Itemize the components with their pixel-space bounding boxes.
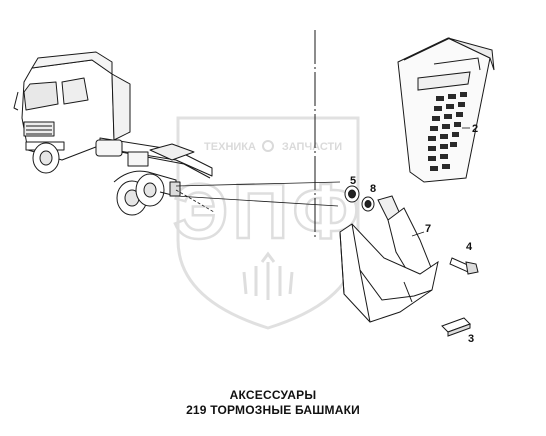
watermark-text-left: ТЕХНИКА [204,141,256,153]
wheat-sheaf-icon [242,251,294,300]
callout-leader-7 [411,231,425,237]
truck-side-window [61,77,89,105]
callout-7: 7 [425,223,431,235]
part-grommet-5 [344,185,360,203]
part-chock-holder [339,195,439,323]
leader-lines [175,181,341,213]
truck-illustration [13,51,213,216]
truck-windshield [23,81,59,111]
truck-roof [31,51,113,75]
part-plate [441,317,471,337]
watermark-logo: ЭПФ [173,167,363,255]
part-grommet-8 [361,196,375,212]
caption-section: АКСЕССУАРЫ [229,388,317,402]
callout-5: 5 [350,175,356,187]
watermark-gear-icon [262,140,274,152]
callout-3: 3 [468,333,474,345]
part-bolt [449,257,479,275]
callout-4: 4 [466,241,473,253]
watermark: ТЕХНИКА ЗАПЧАСТИ ЭПФ [172,116,363,330]
callout-2: 2 [472,123,478,135]
part-mudguard [397,37,495,183]
callout-8: 8 [370,183,376,195]
watermark-text-right: ЗАПЧАСТИ [282,141,342,153]
caption-title: 219 ТОРМОЗНЫЕ БАШМАКИ [186,403,360,417]
truck-mounted-chock [169,181,181,197]
